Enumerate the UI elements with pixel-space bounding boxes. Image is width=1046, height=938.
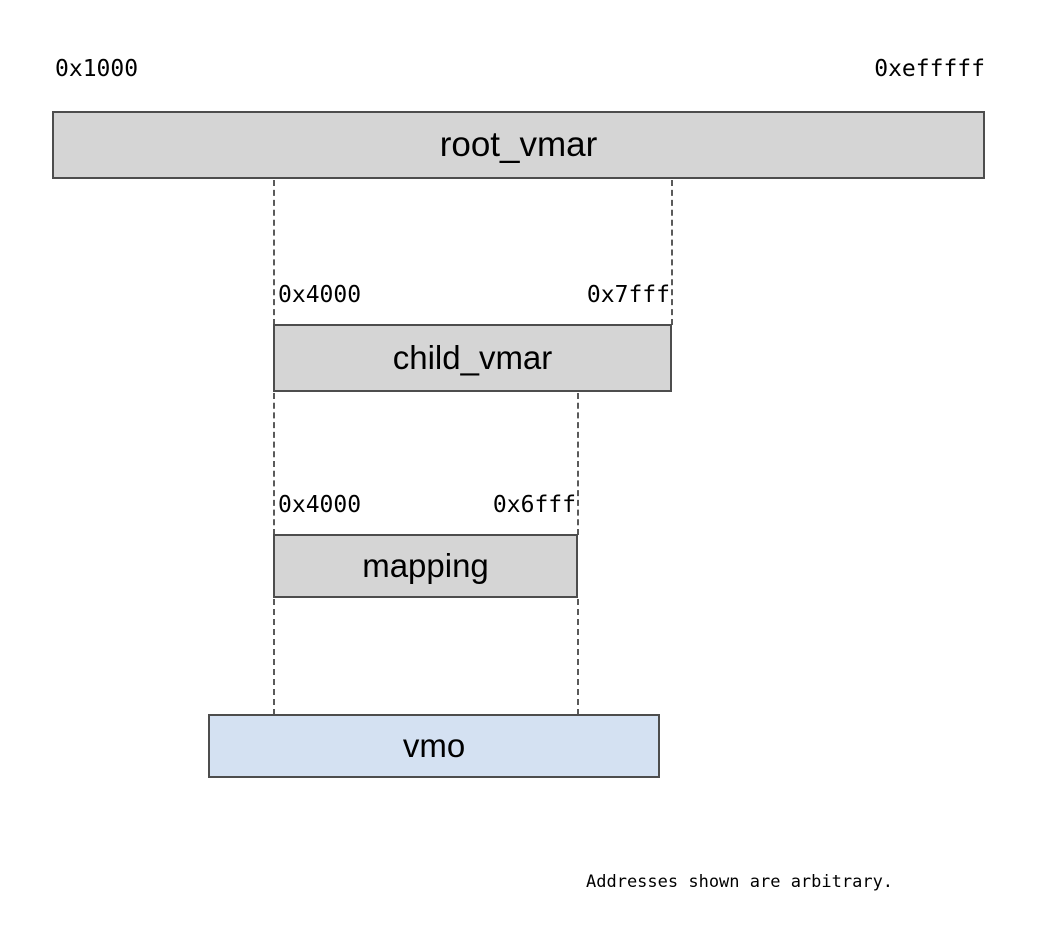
vmo-box: vmo bbox=[208, 714, 660, 778]
child-vmar-label: child_vmar bbox=[392, 339, 553, 376]
root-vmar-end-address: 0xefffff bbox=[874, 56, 985, 82]
vmo-label: vmo bbox=[402, 727, 466, 764]
dashed-line-child-to-mapping-left bbox=[273, 393, 275, 535]
root-vmar-label: root_vmar bbox=[439, 125, 598, 164]
dashed-line-root-to-child-right bbox=[671, 180, 673, 325]
footnote-text: Addresses shown are arbitrary. bbox=[586, 872, 894, 892]
dashed-line-child-to-mapping-right bbox=[577, 393, 579, 535]
mapping-start-address: 0x4000 bbox=[278, 492, 362, 518]
dashed-line-mapping-to-vmo-right bbox=[577, 599, 579, 715]
dashed-line-mapping-to-vmo-left bbox=[273, 599, 275, 715]
child-vmar-end-address: 0x7fff bbox=[586, 282, 670, 308]
root-vmar-box: root_vmar bbox=[52, 111, 985, 179]
mapping-end-address: 0x6fff bbox=[492, 492, 576, 518]
root-vmar-start-address: 0x1000 bbox=[55, 56, 139, 82]
child-vmar-box: child_vmar bbox=[273, 324, 672, 392]
mapping-label: mapping bbox=[362, 547, 489, 584]
dashed-line-root-to-child-left bbox=[273, 180, 275, 325]
child-vmar-start-address: 0x4000 bbox=[278, 282, 362, 308]
mapping-box: mapping bbox=[273, 534, 578, 598]
